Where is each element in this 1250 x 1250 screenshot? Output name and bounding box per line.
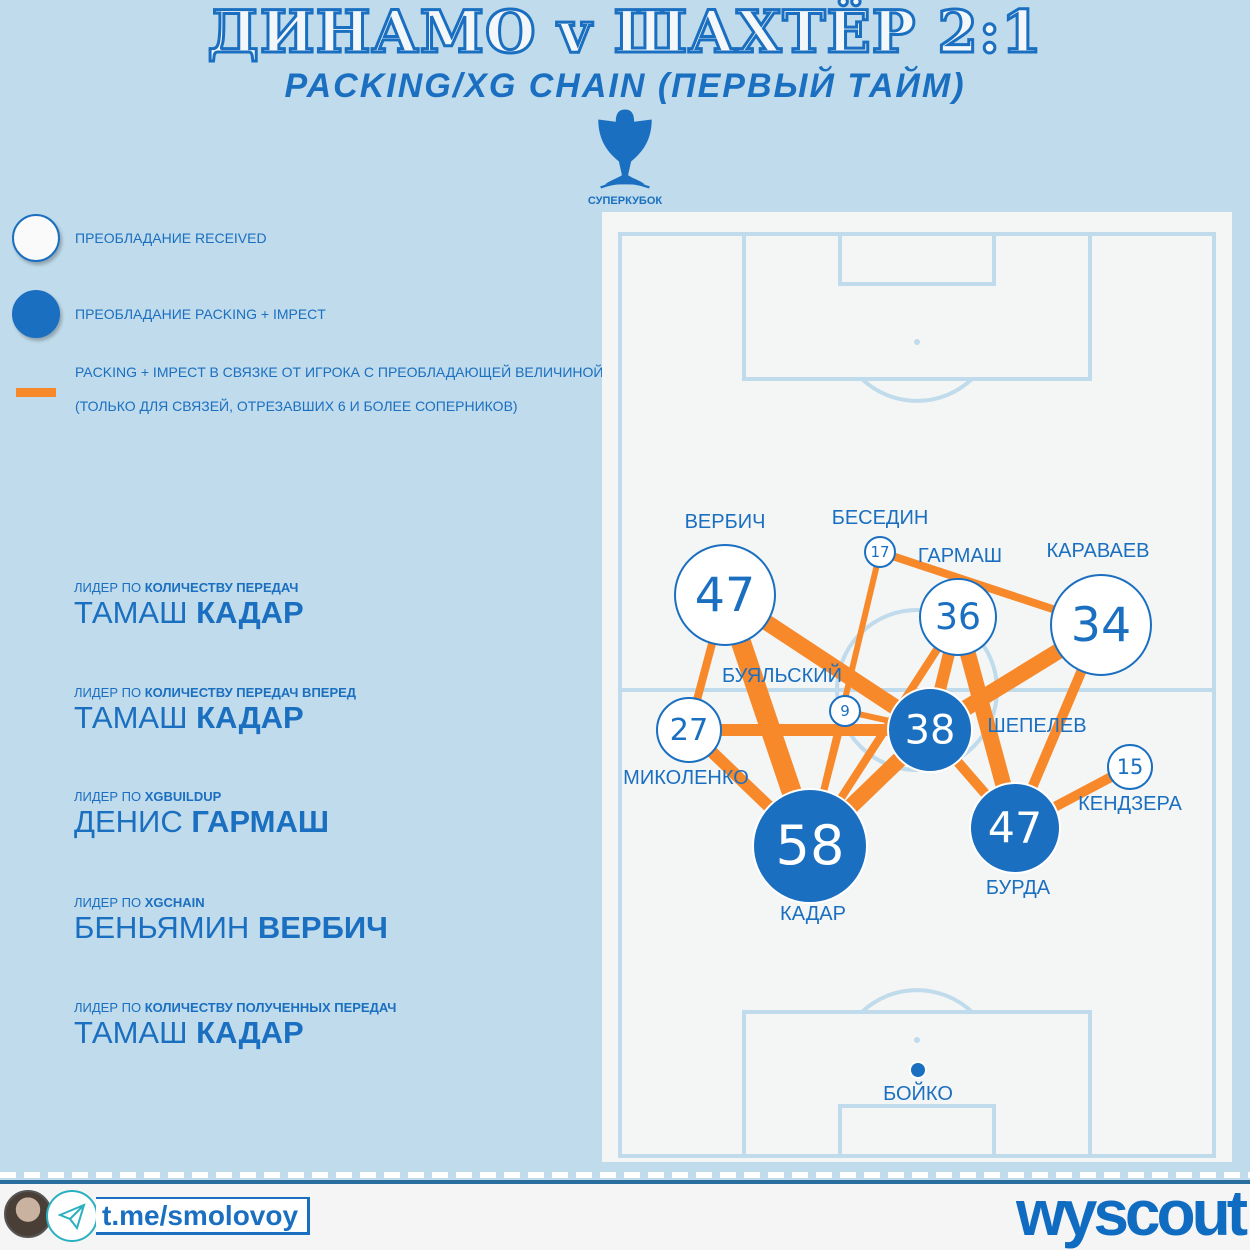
leader-player: ТАМАШ КАДАР bbox=[74, 1015, 304, 1050]
player-value: 27 bbox=[670, 713, 709, 748]
leader-player: БЕНЬЯМИН ВЕРБИЧ bbox=[74, 910, 388, 945]
player-node-besedin[interactable] bbox=[864, 536, 896, 568]
player-value: 17 bbox=[870, 543, 889, 561]
telegram-icon[interactable] bbox=[46, 1190, 98, 1242]
supercup-trophy-icon bbox=[598, 109, 652, 189]
author-avatar bbox=[4, 1190, 52, 1238]
player-name: КЕНДЗЕРА bbox=[1078, 793, 1182, 815]
player-node-karavaev[interactable] bbox=[1050, 574, 1152, 676]
player-node-mykolenko[interactable] bbox=[656, 697, 722, 763]
player-node-shepelev[interactable] bbox=[887, 687, 973, 773]
player-node-garmash[interactable] bbox=[919, 578, 997, 656]
leader-player: ТАМАШ КАДАР bbox=[74, 700, 304, 735]
legend-received-circle bbox=[12, 214, 60, 262]
player-name: БУРДА bbox=[986, 877, 1051, 899]
player-node-boyko[interactable] bbox=[909, 1061, 927, 1079]
player-node-kendzera[interactable] bbox=[1107, 744, 1153, 790]
player-name: ВЕРБИЧ bbox=[685, 511, 766, 533]
leader-metric: ЛИДЕР ПО КОЛИЧЕСТВУ ПЕРЕДАЧ ВПЕРЕД bbox=[74, 685, 357, 700]
player-node-burda[interactable] bbox=[969, 782, 1061, 874]
leader-item: ЛИДЕР ПО КОЛИЧЕСТВУ ПОЛУЧЕННЫХ ПЕРЕДАЧ Т… bbox=[74, 1000, 396, 1051]
player-value: 15 bbox=[1117, 755, 1144, 779]
player-name: БЕСЕДИН bbox=[832, 507, 929, 529]
player-node-buyalsky[interactable] bbox=[829, 695, 861, 727]
telegram-link[interactable]: t.me/smolovoy bbox=[96, 1197, 310, 1235]
player-node-verbich[interactable] bbox=[674, 544, 776, 646]
football-pitch: 47 ВЕРБИЧ 17 БЕСЕДИН 36 ГАРМАШ 34 КАРАВАЕВ 9 БУЯЛ… bbox=[602, 212, 1232, 1162]
leader-item: ЛИДЕР ПО КОЛИЧЕСТВУ ПЕРЕДАЧ ВПЕРЕД ТАМАШ… bbox=[74, 685, 356, 736]
player-value: 47 bbox=[695, 568, 755, 623]
player-value: 47 bbox=[988, 803, 1042, 853]
leader-metric: ЛИДЕР ПО XGCHAIN bbox=[74, 895, 205, 910]
player-name: ГАРМАШ bbox=[918, 545, 1002, 567]
legend-link-bar bbox=[16, 388, 56, 397]
player-name: БОЙКО bbox=[883, 1081, 953, 1105]
player-value: 58 bbox=[776, 814, 845, 877]
leader-item: ЛИДЕР ПО КОЛИЧЕСТВУ ПЕРЕДАЧ ТАМАШ КАДАР bbox=[74, 580, 304, 631]
legend-packing-label: ПРЕОБЛАДАНИЕ PACKING + IMPECT bbox=[75, 306, 326, 322]
leader-metric: ЛИДЕР ПО XGBUILDUP bbox=[74, 789, 222, 804]
legend-received-label: ПРЕОБЛАДАНИЕ RECEIVED bbox=[75, 230, 267, 246]
wyscout-logo: wyscout bbox=[1015, 1177, 1248, 1249]
player-value: 34 bbox=[1071, 598, 1131, 653]
leader-player: ДЕНИС ГАРМАШ bbox=[74, 804, 329, 839]
legend-link-label: PACKING + IMPECT В СВЯЗКЕ ОТ ИГРОКА С ПР… bbox=[75, 364, 604, 380]
player-name: ШЕПЕЛЕВ bbox=[987, 715, 1086, 737]
player-value: 38 bbox=[905, 707, 956, 753]
leader-item: ЛИДЕР ПО XGBUILDUP ДЕНИС ГАРМАШ bbox=[74, 789, 329, 840]
footer-divider bbox=[0, 1172, 1250, 1178]
page-title: ДИНАМО v ШАХТЁР 2:1 bbox=[206, 0, 1043, 66]
player-value: 36 bbox=[935, 596, 981, 638]
leader-metric: ЛИДЕР ПО КОЛИЧЕСТВУ ПЕРЕДАЧ bbox=[74, 580, 299, 595]
player-name: КАРАВАЕВ bbox=[1046, 540, 1149, 562]
leader-player: ТАМАШ КАДАР bbox=[74, 595, 304, 630]
legend-packing-circle bbox=[12, 290, 60, 338]
cup-label: СУПЕРКУБОК bbox=[587, 195, 663, 207]
player-name: МИКОЛЕНКО bbox=[623, 767, 749, 789]
player-node-kadar[interactable] bbox=[752, 788, 868, 904]
player-value: 9 bbox=[840, 702, 850, 720]
player-name: КАДАР bbox=[780, 903, 846, 925]
page-subtitle: PACKING/XG CHAIN (ПЕРВЫЙ ТАЙМ) bbox=[284, 67, 966, 105]
leader-item: ЛИДЕР ПО XGCHAIN БЕНЬЯМИН ВЕРБИЧ bbox=[74, 895, 388, 946]
leader-metric: ЛИДЕР ПО КОЛИЧЕСТВУ ПОЛУЧЕННЫХ ПЕРЕДАЧ bbox=[74, 1000, 397, 1015]
player-name: БУЯЛЬСКИЙ bbox=[722, 663, 842, 687]
legend-link-note: (ТОЛЬКО ДЛЯ СВЯЗЕЙ, ОТРЕЗАВШИХ 6 И БОЛЕЕ… bbox=[75, 398, 518, 414]
